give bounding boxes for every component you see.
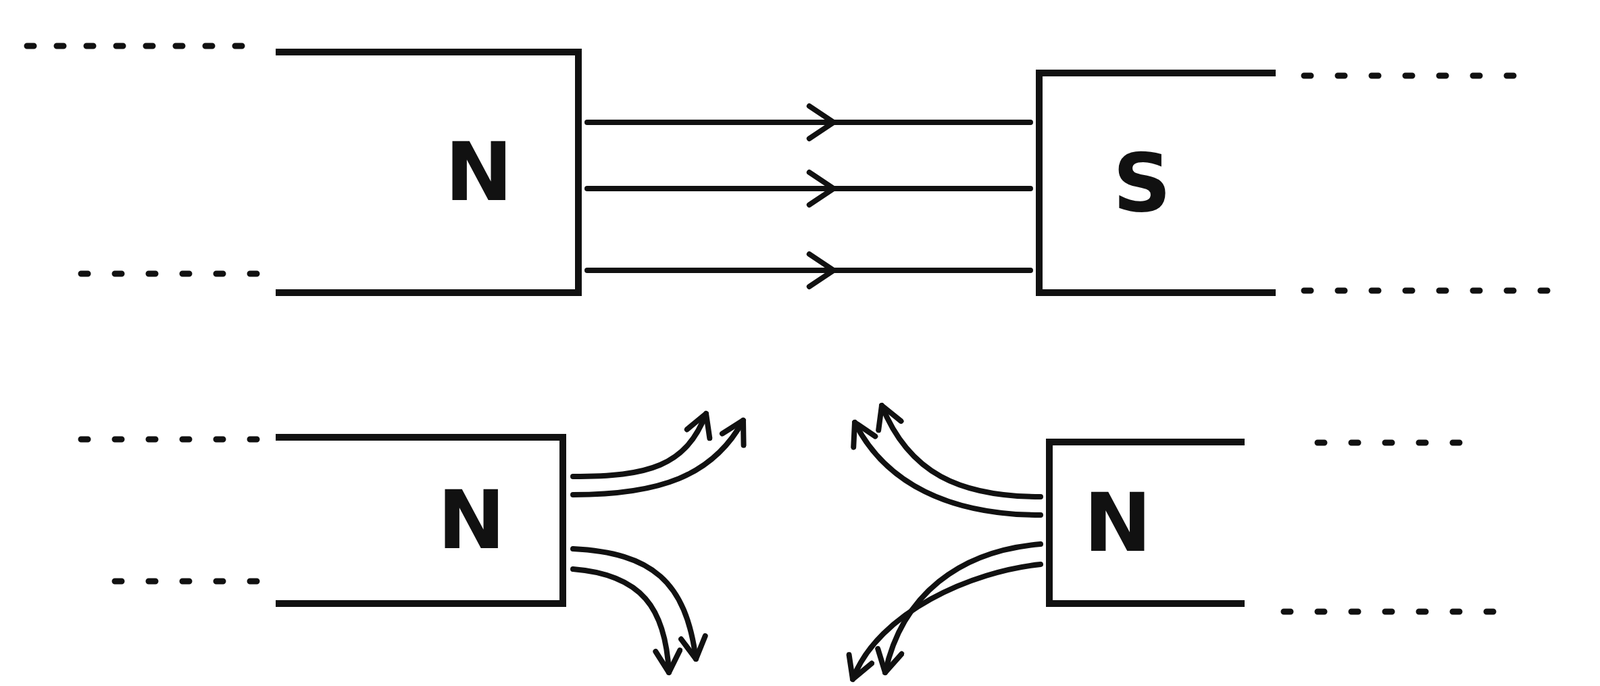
repelling-field-lines [572, 405, 1041, 680]
pole-letter: N [437, 479, 506, 561]
magnet-box: N [275, 433, 567, 607]
field-line [587, 185, 1031, 192]
field-line [587, 119, 1031, 125]
magnet-box: S [1035, 69, 1276, 296]
magnet-box: N [275, 48, 582, 296]
field-line [587, 267, 1031, 273]
pole-letter: N [445, 131, 513, 213]
pole-letter: S [1112, 142, 1171, 224]
magnet-continuation-dots [27, 45, 1555, 612]
pole-letter: N [1083, 482, 1152, 564]
magnet-box: N [1045, 438, 1245, 607]
